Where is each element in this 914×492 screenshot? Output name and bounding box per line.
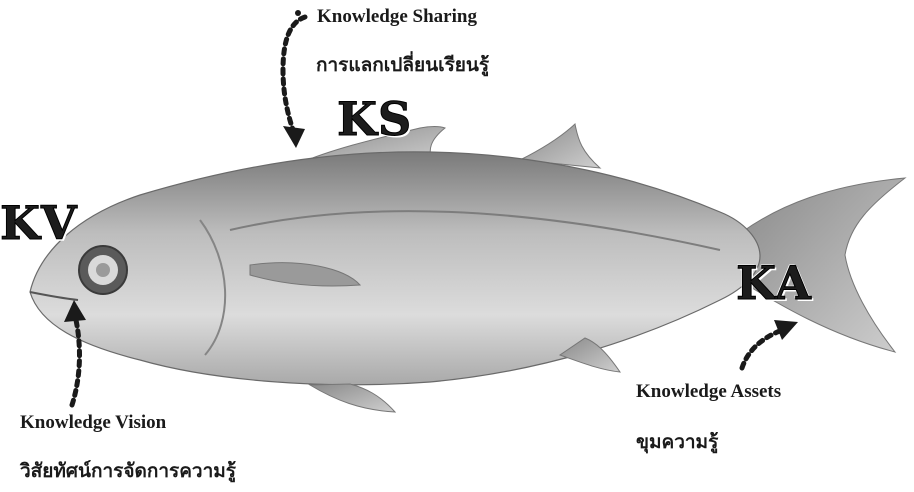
knowledge-sharing-label: Knowledge Sharing (317, 6, 477, 28)
knowledge-assets-thai-label: ขุมความรู้ (636, 427, 718, 457)
knowledge-assets-label: Knowledge Assets (636, 381, 781, 403)
arrow-knowledge-sharing (283, 17, 305, 130)
ka-code: KA (736, 256, 812, 310)
knowledge-vision-label: Knowledge Vision (20, 412, 166, 434)
ks-code: KS (337, 92, 412, 146)
knowledge-sharing-thai-label: การแลกเปลี่ยนเรียนรู้ (316, 50, 489, 80)
fish-eye-pupil (96, 263, 110, 277)
fish-pelvic-fin (310, 384, 395, 412)
arrow-head-knowledge-sharing (283, 126, 305, 148)
kv-code: KV (0, 196, 78, 250)
arrow-knowledge-assets (742, 330, 782, 368)
arrow-head-dots-ks (295, 10, 301, 16)
knowledge-vision-thai-label: วิสัยทัศน์การจัดการความรู้ (20, 456, 236, 486)
fish-body (30, 152, 760, 385)
